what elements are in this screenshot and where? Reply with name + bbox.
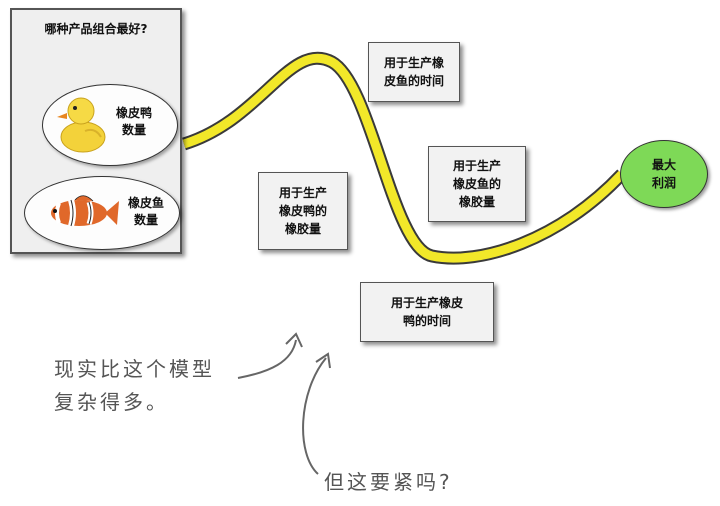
duck-rubber-amount-box: 用于生产 橡皮鸭的 橡胶量: [258, 172, 348, 250]
reality-note-line1: 现实比这个模型: [54, 357, 215, 381]
rubber-duck-icon: [57, 97, 106, 153]
arrow-matter-head: [315, 352, 331, 369]
panel-title: 哪种产品组合最好?: [44, 22, 148, 36]
arrow-reality: [237, 339, 297, 379]
max-profit-goal: 最大 利润: [620, 140, 708, 208]
clownfish-icon: [51, 195, 119, 227]
fish-count-label: 橡皮鱼 数量: [127, 196, 164, 227]
duck-count-oval: 橡皮鸭 数量: [42, 84, 178, 166]
fish-rubber-amount-box: 用于生产 橡皮鱼的 橡胶量: [428, 146, 526, 222]
reality-note: 现实比这个模型 复杂得多。: [54, 353, 254, 419]
profit-curve: [182, 53, 626, 263]
reality-note-line2: 复杂得多。: [54, 390, 169, 414]
fish-production-time-box: 用于生产橡 皮鱼的时间: [368, 42, 460, 102]
duck-production-time-box: 用于生产橡皮 鸭的时间: [360, 282, 494, 342]
fish-count-oval: 橡皮鱼 数量: [24, 176, 180, 250]
duck-count-label: 橡皮鸭 数量: [115, 106, 152, 137]
product-mix-panel: 哪种产品组合最好? 橡皮鸭 数量 橡皮鱼 数量: [10, 8, 182, 254]
arrow-matter: [302, 357, 327, 475]
arrow-reality-head: [285, 332, 303, 348]
matter-note: 但这要紧吗?: [324, 470, 453, 494]
